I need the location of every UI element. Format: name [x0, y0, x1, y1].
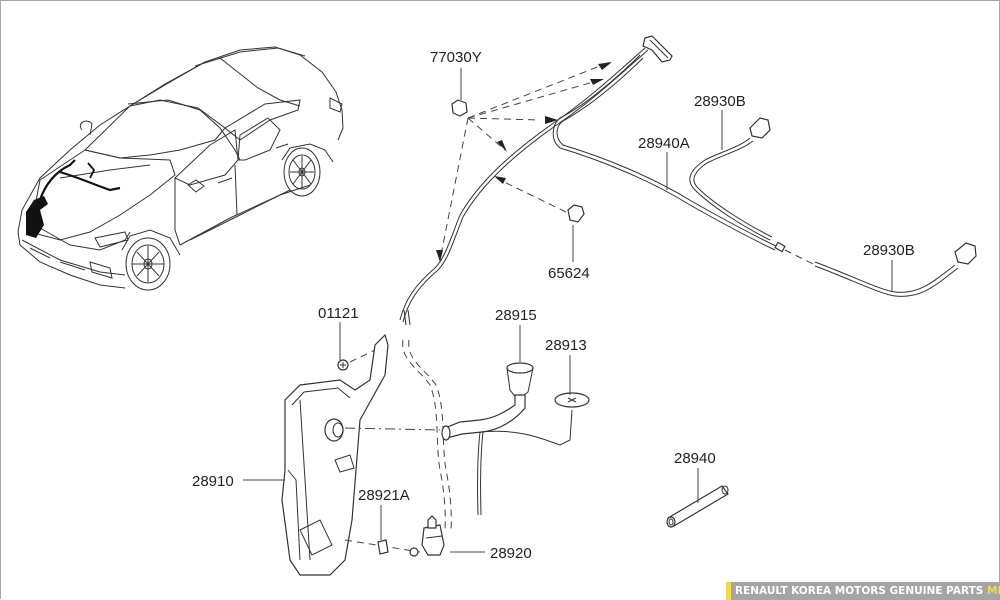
part-label-01121[interactable]: 01121: [318, 305, 359, 322]
footer-brand: MRSZONE: [987, 585, 1000, 597]
part-label-28930B-upper[interactable]: 28930B: [694, 93, 746, 110]
hose-28940-drawing: [666, 485, 729, 528]
part-label-77030Y[interactable]: 77030Y: [430, 49, 482, 66]
reservoir-tank-drawing: [281, 333, 441, 576]
footer-watermark: RENAULT KOREA MOTORS GENUINE PARTS MRSZO…: [726, 582, 1000, 600]
part-label-65624[interactable]: 65624: [548, 265, 590, 282]
pump-drawing: [377, 515, 445, 557]
filler-neck-drawing: [441, 362, 590, 516]
hose-28940A-drawing: [399, 35, 977, 323]
part-label-28940[interactable]: 28940: [674, 450, 716, 467]
part-label-28920[interactable]: 28920: [490, 545, 532, 562]
part-label-28930B-lower[interactable]: 28930B: [863, 242, 915, 259]
part-label-28910[interactable]: 28910: [192, 473, 234, 490]
part-label-28913[interactable]: 28913: [545, 337, 587, 354]
part-labels: 77030Y 28930B 28940A 28930B 65624 01121 …: [192, 49, 915, 562]
footer-text: RENAULT KOREA MOTORS GENUINE PARTS: [735, 585, 988, 597]
part-label-28915[interactable]: 28915: [495, 307, 537, 324]
part-label-28940A[interactable]: 28940A: [638, 135, 690, 152]
lower-hose-route: [402, 309, 452, 531]
part-label-28921A[interactable]: 28921A: [358, 487, 410, 504]
car-illustration: [17, 46, 344, 291]
footer-accent-bar: [726, 582, 731, 600]
leader-lines: [243, 68, 893, 553]
